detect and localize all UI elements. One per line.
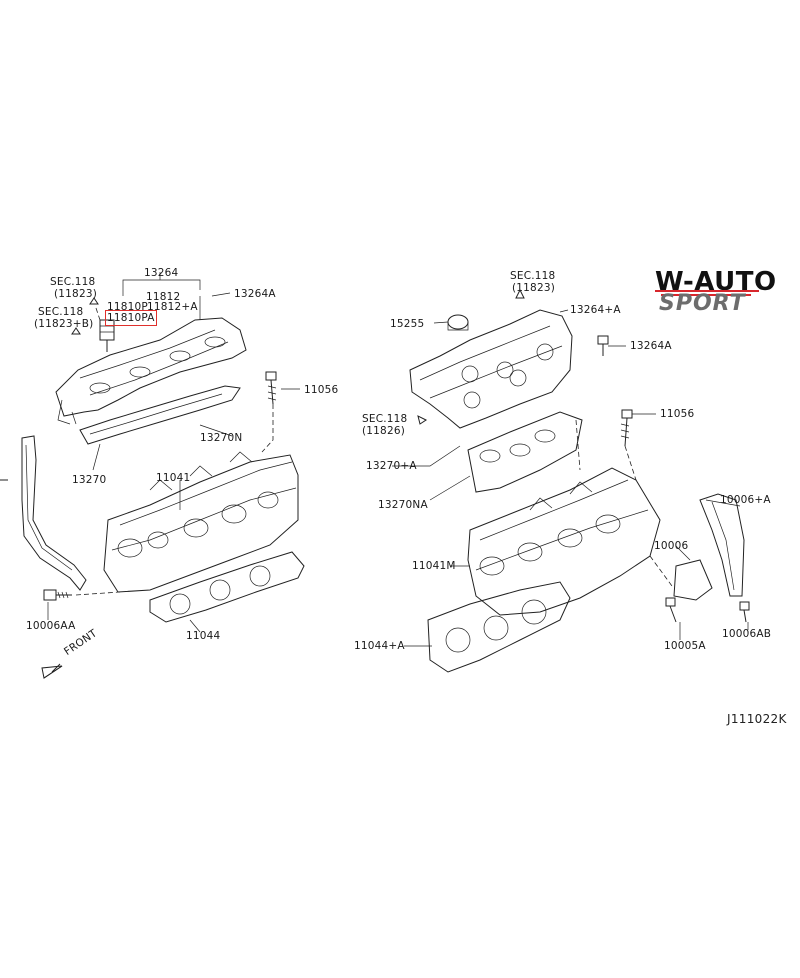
right-bolt-11056 (620, 409, 633, 447)
left-cylinder-head (103, 451, 299, 593)
left-dash-sec (95, 307, 101, 321)
right-leader-lines (392, 288, 749, 647)
label-10006a: 10006+A (720, 494, 771, 506)
logo-stripe-1 (655, 290, 759, 292)
right-dash-bolt (624, 445, 637, 481)
front-arrow-icon (41, 663, 63, 679)
right-bolt-13264a (597, 335, 609, 356)
left-bracket-strap (0, 435, 87, 591)
label-11044a: 11044+A (354, 640, 405, 652)
left-dash-bracket (75, 591, 121, 596)
label-10006: 10006 (654, 540, 689, 552)
logo-line2: SPORT (659, 291, 746, 316)
right-dash-gasket (575, 419, 581, 471)
right-bracket-10006a (699, 493, 745, 597)
label-11810pa-highlighted: 11810PA (105, 310, 157, 326)
label-11041: 11041 (156, 472, 191, 484)
label-11056-left: 11056 (304, 384, 339, 396)
right-oil-filler-cap (447, 314, 469, 331)
label-11044: 11044 (186, 630, 221, 642)
label-sec118-11826: SEC.118 (11826) (362, 413, 408, 437)
label-15255: 15255 (390, 318, 425, 330)
label-11812a: 11812+A (147, 301, 198, 313)
left-leader-lines (47, 272, 300, 633)
label-13264a-plus: 13264+A (570, 304, 621, 316)
diagram-code: J111022K (727, 712, 787, 726)
label-10006aa: 10006AA (26, 620, 76, 632)
label-11810p: 11810P (107, 301, 148, 313)
label-13264: 13264 (144, 267, 179, 279)
label-13270n: 13270N (200, 432, 243, 444)
label-sec118-11823-left: SEC.118 (11823) (50, 276, 97, 300)
left-cover-gasket (79, 385, 241, 445)
label-11056-right: 11056 (660, 408, 695, 420)
left-pcv-valve (99, 319, 115, 352)
left-dash-bolt (261, 404, 274, 453)
right-bracket-10006 (673, 559, 713, 601)
label-sec118-11823-right: SEC.118 (11823) (510, 270, 556, 294)
right-dash-bracket (649, 555, 673, 587)
right-head-gasket (427, 581, 571, 673)
label-11041m: 11041M (412, 560, 456, 572)
left-bolt-11056 (265, 371, 277, 405)
label-sec118-11823b-left: SEC.118 (11823+B) (34, 306, 94, 330)
right-bolts-lower (665, 597, 750, 623)
label-13270: 13270 (72, 474, 107, 486)
right-valve-cover (409, 309, 573, 429)
left-head-gasket (149, 551, 305, 623)
label-13264a-right: 13264A (630, 340, 672, 352)
left-bolt-10006aa (43, 589, 72, 601)
label-10006ab: 10006AB (722, 628, 772, 640)
left-valve-cover (55, 317, 247, 425)
right-cover-gasket (467, 411, 583, 493)
logo-stripe-2 (661, 294, 751, 296)
label-13270na: 13270NA (378, 499, 428, 511)
label-13270a: 13270+A (366, 460, 417, 472)
label-13264a-left: 13264A (234, 288, 276, 300)
label-11812: 11812 (146, 291, 181, 303)
w-auto-sport-logo: W-AUTO SPORT (655, 268, 795, 318)
right-cylinder-head (467, 467, 661, 616)
label-10005a: 10005A (664, 640, 706, 652)
